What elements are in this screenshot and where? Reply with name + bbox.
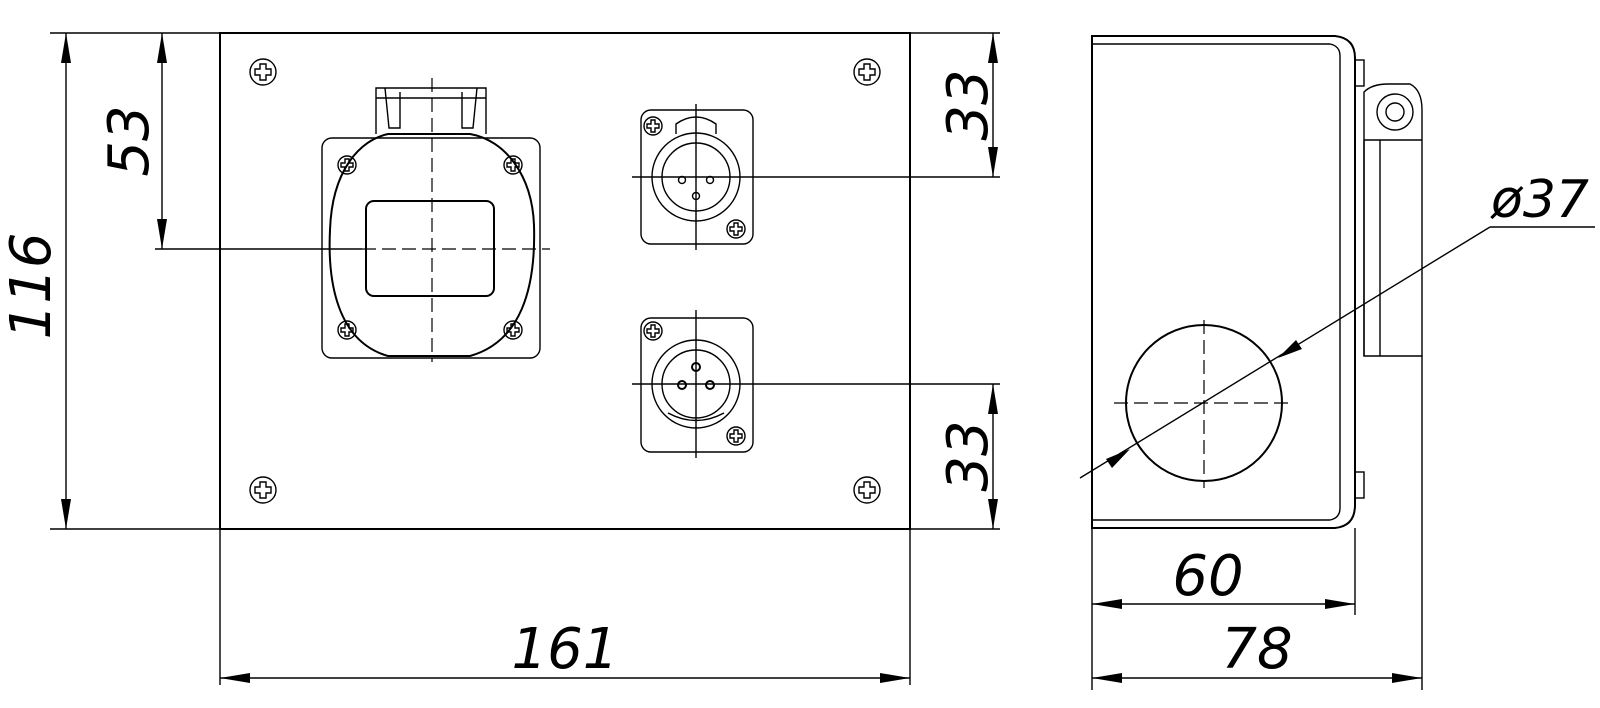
xlr-screw [726, 426, 746, 446]
side-view: ø37 60 78 [1079, 35, 1595, 690]
dimension-overall-height: 116 [0, 32, 220, 530]
power-socket [321, 78, 550, 362]
cover-hinge-side [1363, 83, 1423, 357]
front-panel-outline [219, 32, 911, 530]
socket-screw [503, 155, 523, 175]
dim-diameter-label: ø37 [1490, 170, 1589, 230]
dim-78-label: 78 [1221, 617, 1292, 682]
dim-53-label: 53 [97, 105, 162, 176]
socket-screw [503, 320, 523, 340]
xlr-male-connector [632, 310, 1000, 458]
front-view: 116 53 33 33 [0, 32, 1001, 685]
dimension-xlr-top: 33 [910, 32, 1001, 177]
dimension-socket-center: 53 [97, 33, 362, 250]
cable-gland-hole [1114, 320, 1294, 488]
dim-116-label: 116 [0, 233, 64, 340]
dimension-box-depth: 60 [1091, 528, 1356, 690]
dim-33-top-label: 33 [936, 69, 1001, 140]
corner-screw-bottom-right [853, 476, 881, 504]
xlr-screw [726, 219, 746, 239]
dimension-hole-diameter: ø37 [1079, 170, 1595, 479]
xlr-screw [643, 116, 663, 136]
xlr-female-connector [632, 104, 1000, 250]
socket-cover [328, 133, 536, 357]
dimension-overall-width: 161 [219, 529, 911, 685]
dim-60-label: 60 [1172, 544, 1243, 609]
dimension-total-depth: 78 [1092, 356, 1423, 690]
dim-33-bottom-label: 33 [936, 420, 1001, 491]
dimension-xlr-bottom: 33 [910, 384, 1001, 530]
xlr-screw [643, 321, 663, 341]
socket-flange [321, 137, 541, 359]
corner-screw-top-right [853, 58, 881, 86]
box-body [1091, 35, 1356, 529]
dim-161-label: 161 [512, 617, 619, 682]
socket-screw [337, 320, 357, 340]
corner-screw-top-left [249, 58, 277, 86]
cover-hinge [375, 87, 487, 134]
corner-screw-bottom-left [249, 476, 277, 504]
